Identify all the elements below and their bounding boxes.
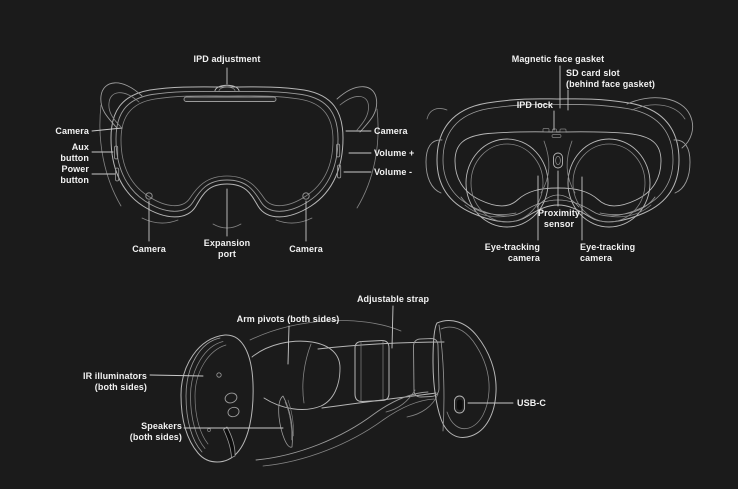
- label-camera-upper-left: Camera: [55, 126, 89, 136]
- label-power-button: Power button: [60, 164, 89, 185]
- leader-camera-upper-left: [91, 127, 123, 132]
- label-expansion-port: Expansion port: [203, 238, 251, 259]
- speaker-grille-line-1: [284, 401, 292, 441]
- head-strap-top: [317, 341, 445, 350]
- front-bottom-pad-left: [141, 217, 179, 224]
- volume-up-button-shape: [336, 143, 341, 158]
- label-volume-minus: Volume -: [374, 167, 413, 177]
- label-eye-tracking-camera-left: Eye-tracking camera: [484, 242, 540, 263]
- rear-pinhole-dot: [207, 428, 211, 432]
- strap-right-tail: [356, 108, 379, 209]
- leader-ir-illuminators: [149, 374, 204, 377]
- rear-wing-right: [673, 139, 691, 194]
- front-inner-contour-2: [120, 95, 334, 207]
- leader-arm-pivots: [287, 325, 290, 365]
- gasket-opening: [454, 131, 662, 207]
- arm-pivot: [251, 340, 341, 410]
- usb-c-port-inner: [457, 399, 463, 410]
- gasket-pad-right-2: [606, 204, 652, 218]
- label-sd-card-slot: SD card slot (behind face gasket): [566, 68, 656, 89]
- gasket-pad-left-1: [460, 196, 517, 215]
- front-bottom-pad-right: [275, 217, 313, 224]
- label-camera-lower-left: Camera: [132, 244, 166, 254]
- rear-cushion: [180, 334, 254, 463]
- ir-illuminator-dot: [216, 372, 222, 378]
- speaker-grille-line-2: [287, 399, 294, 437]
- leader-adjustable-strap: [391, 305, 394, 349]
- lens-right: [567, 138, 651, 228]
- front-view-drawing: [99, 82, 379, 229]
- label-magnetic-face-gasket: Magnetic face gasket: [511, 54, 605, 64]
- label-ipd-adjustment: IPD adjustment: [193, 54, 261, 64]
- leader-lines: [91, 65, 583, 429]
- front-inner-contour-1: [115, 90, 339, 212]
- speaker-slit: [223, 426, 236, 458]
- strap-left: [100, 82, 143, 129]
- strap-visor-mount: [413, 338, 440, 398]
- label-ir-illuminators: IR illuminators (both sides): [82, 371, 147, 392]
- aux-button-shape: [114, 145, 119, 160]
- label-eye-tracking-camera-right: Eye-tracking camera: [580, 242, 636, 263]
- ipd-lock-marks: [542, 128, 567, 138]
- label-aux-button: Aux button: [60, 142, 89, 163]
- lens-right-inner: [572, 143, 646, 223]
- ipd-adjuster-knob: [214, 84, 240, 91]
- front-outer-outline: [110, 86, 344, 218]
- gasket-pad-left-2: [464, 204, 510, 218]
- label-usb-c: USB-C: [517, 398, 546, 408]
- camera-lower-right-shape: [302, 192, 310, 200]
- strap-left-inner: [108, 92, 140, 128]
- strap-buckle: [354, 340, 390, 402]
- strap-right-inner: [339, 96, 369, 131]
- gasket-pad-right-1: [599, 196, 656, 215]
- camera-lower-left-shape: [145, 192, 153, 200]
- power-button-shape: [115, 167, 120, 182]
- proximity-sensor-window: [555, 155, 561, 166]
- ipd-slider-slit: [183, 96, 277, 102]
- strap-fork-1: [385, 389, 416, 413]
- rear-cushion-rim-2: [190, 341, 224, 449]
- label-camera-upper-right: Camera: [374, 126, 408, 136]
- rear-button-1: [224, 392, 238, 404]
- label-volume-plus: Volume +: [374, 148, 415, 158]
- head-strap-back-arc: [249, 320, 402, 341]
- label-speakers: Speakers (both sides): [129, 421, 182, 442]
- proximity-sensor-shape: [553, 152, 563, 169]
- nose-bridge-left: [540, 140, 550, 194]
- speaker-grille: [278, 395, 293, 448]
- lens-left: [465, 138, 549, 228]
- lens-left-inner: [470, 143, 544, 223]
- arm-bottom-sweep-2: [262, 398, 435, 467]
- side-view-drawing: [180, 320, 497, 467]
- arm-bottom-sweep-1: [255, 391, 429, 461]
- arm-pivot-hinge: [302, 343, 312, 404]
- nose-bridge-right: [566, 140, 576, 194]
- visor-edge: [438, 324, 445, 432]
- rear-cushion-rim-1: [185, 337, 221, 453]
- strap-left-tail: [99, 104, 122, 207]
- label-adjustable-strap: Adjustable strap: [356, 294, 430, 304]
- rear-view-drawing: [425, 97, 693, 228]
- strap-right: [336, 86, 378, 133]
- rear-wing-left: [425, 139, 443, 194]
- label-arm-pivots: Arm pivots (both sides): [236, 314, 340, 324]
- label-proximity-sensor: Proximity sensor: [538, 208, 580, 229]
- strap-fork-2: [406, 393, 439, 418]
- face-gasket-inner: [442, 104, 674, 217]
- label-ipd-lock: IPD lock: [516, 100, 553, 110]
- rear-button-2: [227, 406, 240, 418]
- rear-strap-loop-right: [626, 97, 693, 149]
- visor-inner: [440, 326, 490, 430]
- rear-cushion-rim-3: [194, 344, 227, 445]
- volume-down-button-shape: [337, 164, 342, 179]
- visor: [432, 320, 497, 438]
- ipd-adjuster-knob-inner: [218, 86, 236, 91]
- label-camera-lower-right: Camera: [289, 244, 323, 254]
- rear-strap-nub-left: [426, 108, 448, 120]
- rear-strap-loop-right-inner: [631, 104, 686, 120]
